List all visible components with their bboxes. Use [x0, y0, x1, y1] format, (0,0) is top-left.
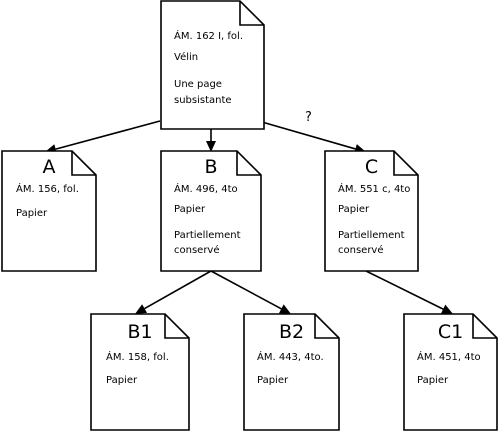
- arrow-head-icon: [278, 304, 291, 314]
- document-c-ref: ÁM. 551 c, 4to: [338, 184, 411, 195]
- document-root: ÁM. 162 I, fol. Vélin Une page subsistan…: [160, 0, 265, 130]
- document-root-note-2: subsistante: [174, 95, 232, 106]
- page-fold-corner: [71, 151, 96, 176]
- page-fold-corner: [239, 1, 264, 26]
- document-b: B ÁM. 496, 4to Papier Partiellement cons…: [160, 150, 262, 272]
- document-c1: C1 ÁM. 451, 4to Papier: [403, 313, 498, 431]
- arrow-head-icon: [206, 141, 216, 152]
- document-b2-letter: B2: [278, 321, 305, 343]
- page-fold-corner: [393, 151, 418, 176]
- document-b1: B1 ÁM. 158, fol. Papier: [90, 313, 190, 431]
- page-fold-corner: [314, 314, 339, 339]
- document-root-ref: ÁM. 162 I, fol.: [174, 31, 243, 42]
- page-fold-corner: [164, 314, 189, 339]
- edge-root-a: [55, 120, 161, 150]
- document-b2-ref: ÁM. 443, 4to.: [257, 352, 324, 363]
- document-c-note-1: Partiellement: [338, 230, 405, 241]
- document-b-ref: ÁM. 496, 4to: [174, 184, 238, 195]
- document-page-icon: [90, 313, 190, 431]
- document-b1-ref: ÁM. 158, fol.: [106, 352, 169, 363]
- document-b-note-1: Partiellement: [174, 230, 241, 241]
- document-page-icon: [324, 150, 419, 272]
- document-c1-ref: ÁM. 451, 4to: [417, 352, 481, 363]
- document-b1-letter: B1: [127, 321, 153, 343]
- document-b2: B2 ÁM. 443, 4to. Papier: [243, 313, 340, 431]
- document-c-material: Papier: [338, 204, 370, 215]
- edge-c-c1: [365, 270, 444, 310]
- document-c1-material: Papier: [417, 375, 449, 386]
- arrow-head-icon: [440, 304, 453, 314]
- document-root-material: Vélin: [174, 52, 199, 63]
- document-page-icon: [403, 313, 498, 431]
- edge-root-c: [254, 119, 356, 150]
- document-a: A ÁM. 156, fol. Papier: [1, 150, 97, 272]
- document-b-note-2: conservé: [174, 245, 220, 256]
- edge-root-c-label: ?: [305, 110, 312, 125]
- document-a-material: Papier: [16, 208, 48, 219]
- document-b-letter: B: [204, 156, 218, 178]
- document-a-letter: A: [42, 156, 56, 178]
- document-page-icon: [1, 150, 97, 272]
- document-c-letter: C: [364, 156, 379, 178]
- document-a-ref: ÁM. 156, fol.: [16, 184, 79, 195]
- edge-b-b1: [144, 270, 212, 310]
- document-c: C ÁM. 551 c, 4to Papier Partiellement co…: [324, 150, 419, 272]
- document-page-icon: [160, 0, 265, 130]
- document-c1-letter: C1: [437, 321, 464, 343]
- document-b-material: Papier: [174, 204, 206, 215]
- document-c-note-2: conservé: [338, 245, 384, 256]
- page-fold-corner: [472, 314, 497, 339]
- document-page-icon: [160, 150, 262, 272]
- page-fold-corner: [236, 151, 261, 176]
- document-root-note-1: Une page: [174, 79, 222, 90]
- document-b1-material: Papier: [106, 375, 138, 386]
- edge-b-b2: [210, 270, 282, 310]
- arrow-head-icon: [135, 304, 148, 314]
- document-page-icon: [243, 313, 340, 431]
- document-b2-material: Papier: [257, 375, 289, 386]
